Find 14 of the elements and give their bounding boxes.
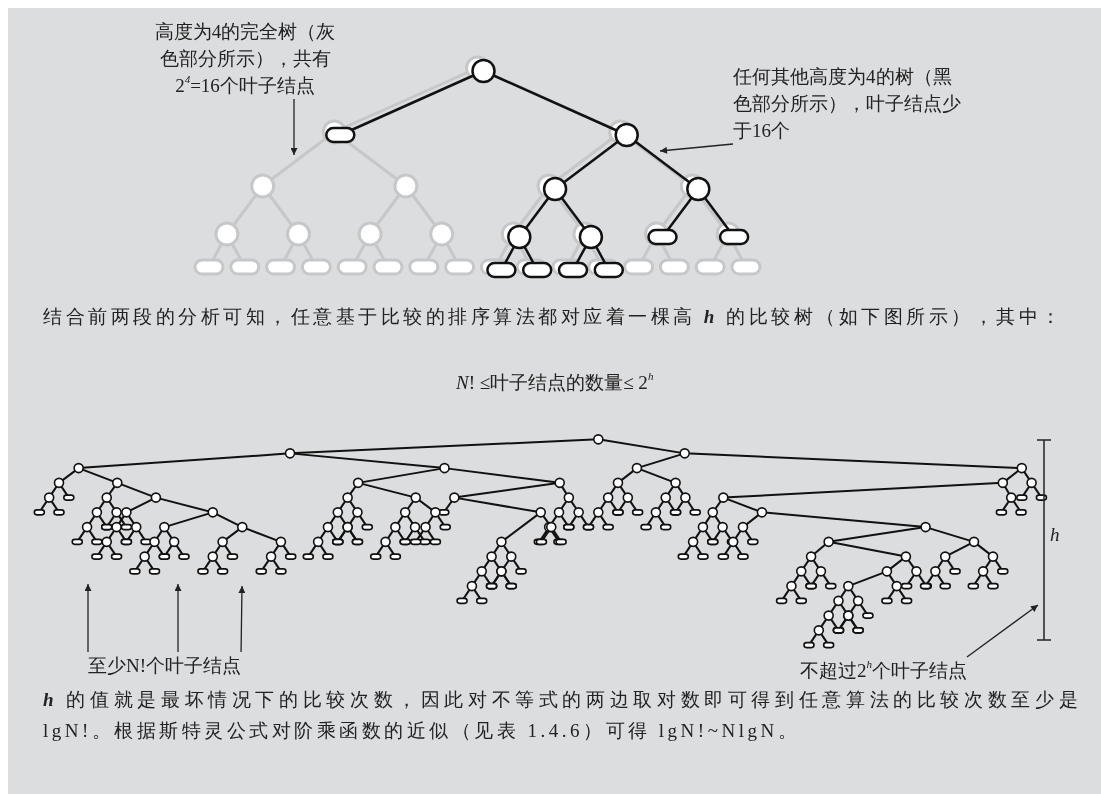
formula: N! ≤叶子结点的数量≤ 2$^{h}$ (456, 369, 654, 395)
dimension-label: h (1050, 523, 1060, 547)
paragraph: 结合前两段的分析可知，任意基于比较的排序算法都对应着一棵高 h 的比较树（如下图所示），其中： (43, 305, 1065, 329)
leader-arrow (966, 604, 1039, 658)
callout-text: 至少N!个叶子结点 (88, 652, 242, 679)
callout-text: 任何其他高度为4的树（黑色部分所示），叶子结点少于16个 (733, 63, 969, 144)
leader-arrow (290, 98, 298, 156)
leader-arrow (238, 585, 246, 653)
paragraph: h 的值就是最坏情况下的比较次数，因此对不等式的两边取对数即可得到任意算法的比较次数至少是 lgN!。根据斯特灵公式对阶乘函数的近似（见表 1.4.6）可得 lgN!~NlgN。 (43, 688, 1081, 743)
callout-text: 高度为4的完全树（灰色部分所示），共有2$^{4}$=16个叶子结点 (150, 18, 340, 99)
callout-text: 不超过2$^{h}$个叶子结点 (800, 657, 967, 684)
leader-arrow (174, 583, 182, 653)
leader-arrow (659, 143, 734, 154)
leader-arrow (84, 583, 92, 653)
